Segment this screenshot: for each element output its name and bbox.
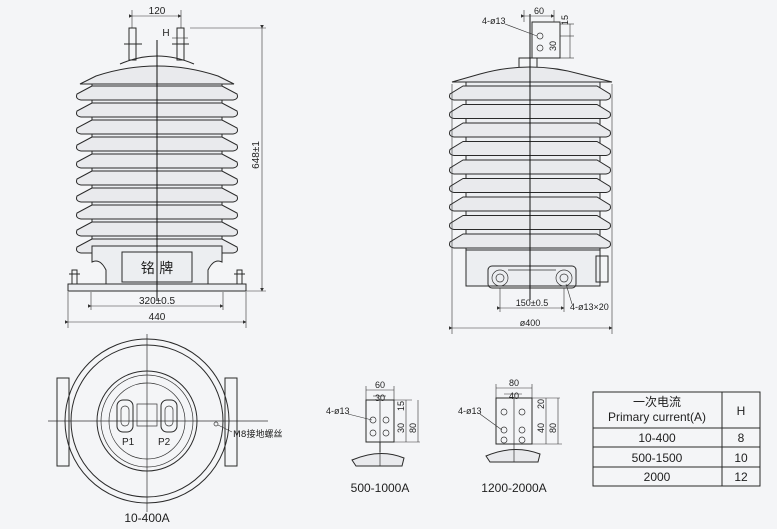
front-view: 铭 牌 120 H 648±1 — [65, 6, 266, 328]
svg-text:120: 120 — [149, 6, 166, 17]
table-header-h: H — [737, 404, 746, 418]
svg-text:30: 30 — [375, 393, 385, 403]
svg-text:320±0.5: 320±0.5 — [139, 296, 176, 307]
svg-text:H: H — [162, 28, 169, 39]
terminal-p1-label: P1 — [122, 437, 135, 448]
svg-text:4-ø13: 4-ø13 — [458, 406, 482, 416]
table-cell-current: 2000 — [644, 470, 671, 484]
primary-terminals — [116, 399, 178, 433]
outer-ring — [64, 338, 230, 504]
svg-text:20: 20 — [536, 399, 546, 409]
svg-text:15: 15 — [396, 401, 406, 411]
svg-text:30: 30 — [396, 423, 406, 433]
svg-text:648±1: 648±1 — [251, 141, 262, 169]
side-hole-label: 4-ø13 — [482, 16, 538, 37]
svg-text:80: 80 — [509, 378, 519, 388]
svg-text:60: 60 — [534, 6, 544, 16]
side-dim-holes: 4-ø13×20 — [565, 283, 609, 312]
side-top-cap — [451, 66, 613, 83]
terminal-1200-2000: 80 40 20 40 80 4-ø13 1200-2000A — [458, 378, 562, 495]
terminal-1200-caption: 1200-2000A — [481, 481, 546, 495]
dim-height: 648±1 — [190, 25, 266, 292]
top-view: P1 P2 M8接地螺丝 10-400A — [48, 334, 283, 525]
side-base — [465, 249, 609, 289]
side-view: 60 15 30 4-ø13 150±0.5 4-ø13×20 — [449, 6, 613, 334]
table-cell-current: 10-400 — [638, 431, 676, 445]
side-dim-bolt: 150±0.5 — [497, 288, 565, 312]
svg-text:M8接地螺丝: M8接地螺丝 — [233, 428, 283, 440]
svg-text:4-ø13×20: 4-ø13×20 — [570, 302, 609, 312]
terminal-500-caption: 500-1000A — [351, 481, 410, 495]
table-cell-current: 500-1500 — [632, 451, 683, 465]
table-header-en: Primary current(A) — [608, 410, 706, 424]
svg-text:15: 15 — [560, 15, 570, 25]
svg-text:60: 60 — [375, 380, 385, 390]
svg-text:4-ø13: 4-ø13 — [326, 406, 350, 416]
svg-text:4-ø13: 4-ø13 — [482, 16, 506, 26]
svg-text:80: 80 — [548, 423, 558, 433]
side-dim-diameter: ø400 — [449, 84, 613, 334]
dim-h: H — [162, 28, 188, 39]
ground-screw: M8接地螺丝 — [213, 421, 283, 440]
side-dim-60: 60 — [521, 6, 555, 22]
table-cell-h: 12 — [734, 470, 748, 484]
spec-table: 一次电流 Primary current(A) H 10-400 8 500-1… — [592, 391, 761, 487]
dim-base-bolt: 320±0.5 — [88, 292, 224, 310]
table-header-cn: 一次电流 — [633, 395, 681, 409]
dim-base-width: 440 — [65, 292, 247, 328]
side-dim-15-30: 15 30 — [548, 15, 574, 59]
svg-text:440: 440 — [149, 312, 166, 323]
svg-text:40: 40 — [509, 391, 519, 401]
terminal-500-1000: 60 30 15 30 80 4-ø13 500-1000A — [326, 380, 420, 495]
dim-top-width: 120 — [129, 6, 182, 28]
svg-text:80: 80 — [408, 423, 418, 433]
terminal-p2-label: P2 — [158, 437, 171, 448]
svg-text:30: 30 — [548, 41, 558, 51]
svg-text:ø400: ø400 — [520, 318, 541, 328]
table-cell-h: 8 — [738, 431, 745, 445]
top-view-caption: 10-400A — [124, 511, 169, 525]
svg-text:40: 40 — [536, 423, 546, 433]
table-cell-h: 10 — [734, 451, 748, 465]
svg-text:150±0.5: 150±0.5 — [516, 298, 548, 308]
